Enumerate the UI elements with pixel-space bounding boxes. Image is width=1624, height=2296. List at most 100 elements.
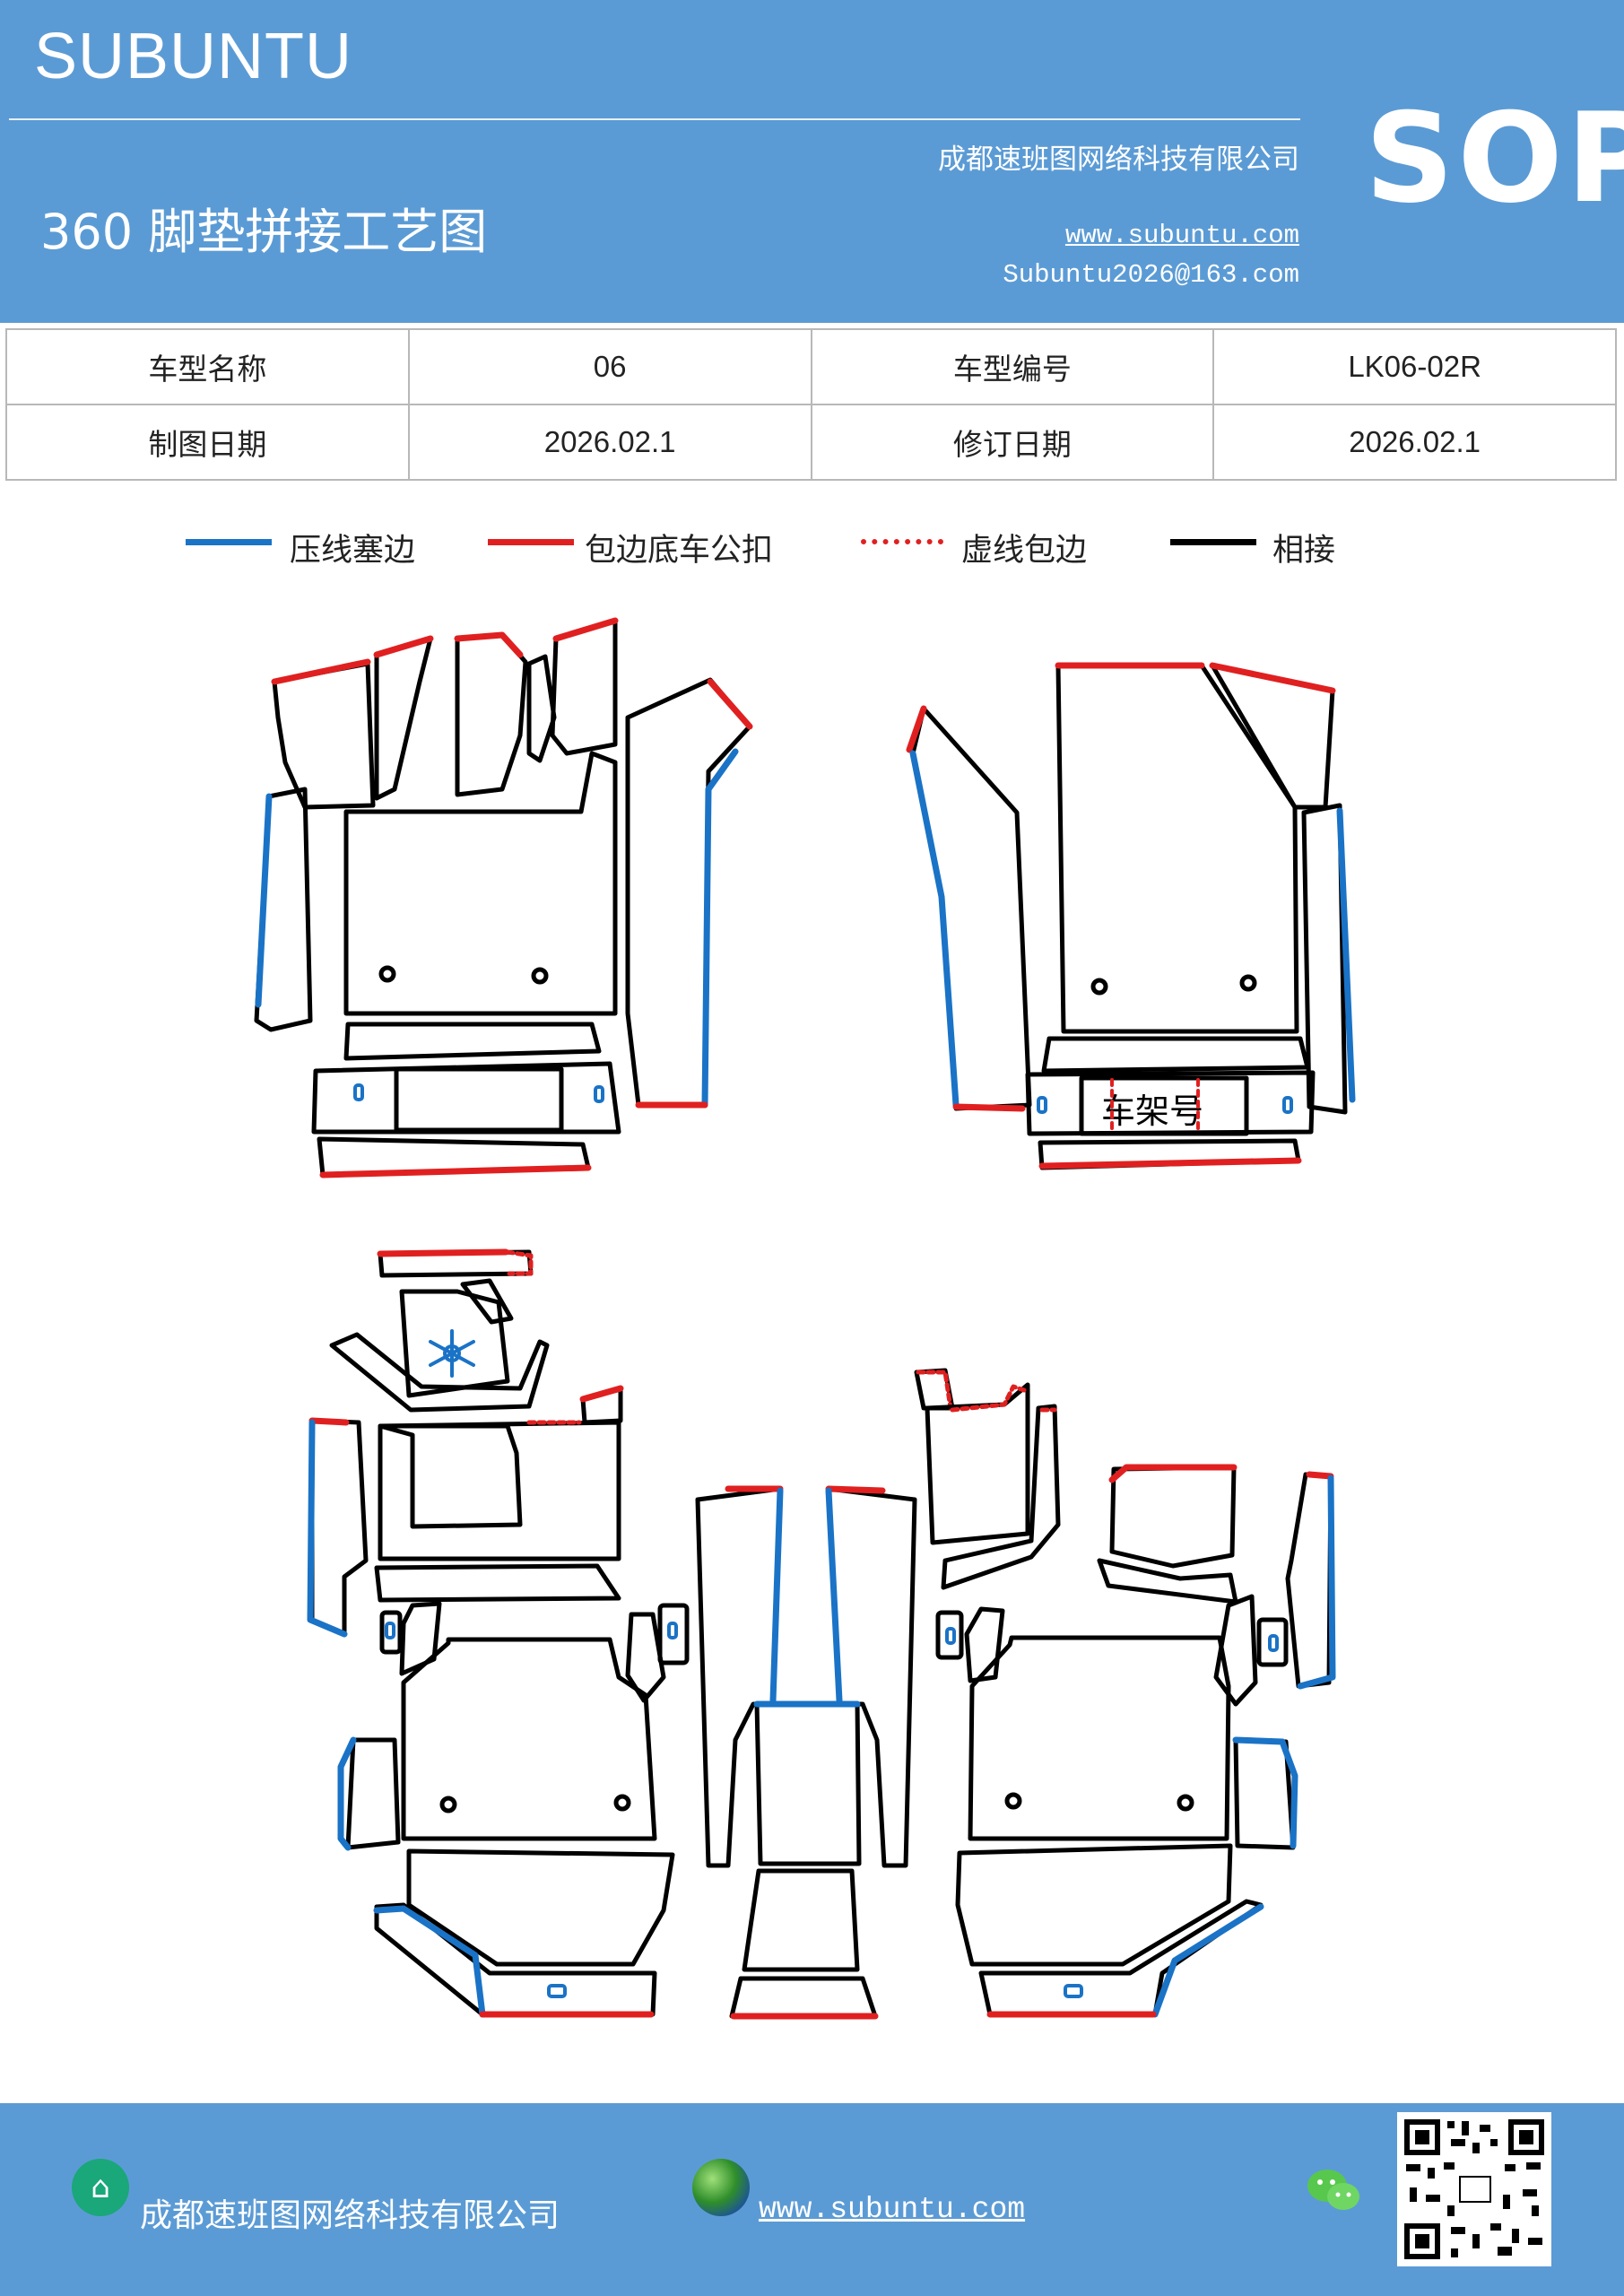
sop-badge: SOP: [1365, 86, 1624, 230]
email-address: Subuntu2026@163.com: [1003, 260, 1299, 290]
mat-piece: [309, 1418, 369, 1637]
mat-piece: [742, 1868, 860, 1972]
wechat-icon[interactable]: [1306, 2166, 1363, 2216]
mat-hole: [1090, 978, 1108, 996]
mat-piece: [1285, 1472, 1333, 1689]
draw-date-value: 2026.02.1: [407, 404, 812, 481]
mat-piece: [729, 1976, 878, 2019]
mat-piece: [399, 1289, 510, 1398]
frame-number-label: 车架号: [1101, 1091, 1203, 1131]
legend-label: 包边底车公扣: [585, 533, 774, 569]
blue-clip: [379, 1610, 403, 1655]
legend-swatch: [488, 539, 574, 545]
blue-clip: [1268, 1634, 1279, 1652]
mat-piece: [978, 1899, 1264, 2017]
blue-clip: [657, 1603, 690, 1665]
mat-piece: [455, 632, 528, 797]
mat-piece: [1055, 663, 1299, 1034]
mat-piece: [374, 636, 433, 801]
mat-piece: [1025, 1070, 1316, 1136]
revise-date-value: 2026.02.1: [1212, 404, 1617, 481]
company-icon: ⌂: [72, 2159, 129, 2216]
mat-piece: [1213, 1594, 1258, 1707]
mat-hole: [1004, 1792, 1022, 1810]
mat-piece: [343, 751, 618, 1016]
mat-hole: [439, 1796, 457, 1813]
frame-number-box: [1079, 1075, 1249, 1136]
mat-hole: [531, 967, 549, 985]
line-legend: 压线塞边 包边底车公扣 虚线包边 相接: [0, 516, 1624, 578]
rear-left-mat-group: [307, 1248, 690, 2018]
mat-hole: [613, 1794, 631, 1812]
center-tunnel-mat-group: [695, 1485, 917, 2020]
header-divider: [9, 118, 1300, 120]
model-code-value: LK06-02R: [1212, 328, 1617, 405]
mat-piece: [550, 618, 618, 756]
mat-piece: [754, 1701, 862, 1866]
mat-hole: [1177, 1794, 1194, 1812]
mat-piece: [329, 1332, 550, 1413]
mat-piece: [378, 1423, 523, 1529]
globe-icon: [692, 2159, 750, 2216]
blue-clip: [547, 1984, 567, 1998]
mat-piece: [311, 1061, 621, 1135]
table-row: 制图日期 2026.02.1 修订日期 2026.02.1: [5, 404, 1617, 481]
legend-label: 相接: [1272, 533, 1336, 569]
mat-piece: [378, 1420, 621, 1561]
mat-hole: [1239, 974, 1257, 992]
legend-swatch: [861, 539, 943, 544]
blue-clip: [945, 1627, 956, 1645]
blue-clip: [1064, 1984, 1083, 1998]
mat-piece: [272, 661, 376, 810]
mat-piece: [374, 1563, 621, 1603]
mat-piece: [826, 1486, 917, 1868]
header-banner: SUBUNTU 成都速班图网络科技有限公司 360 脚垫拼接工艺图 www.su…: [0, 0, 1624, 323]
mat-piece: [695, 1486, 783, 1868]
blue-clip: [667, 1622, 678, 1639]
blue-clip: [594, 1085, 604, 1103]
blue-clip: [1256, 1617, 1289, 1667]
legend-label: 压线塞边: [290, 533, 416, 569]
mat-piece: [1097, 1558, 1238, 1605]
mat-piece: [399, 1601, 442, 1676]
mat-piece: [910, 706, 1032, 1111]
blue-clip: [353, 1083, 364, 1101]
company-name: 成都速班图网络科技有限公司: [938, 144, 1299, 176]
blue-clip: [1037, 1096, 1047, 1114]
mat-piece: [1109, 1465, 1237, 1569]
legend-swatch: [1170, 539, 1256, 545]
blue-clip: [1282, 1096, 1293, 1114]
mat-hole: [378, 965, 396, 983]
blue-clip: [385, 1622, 395, 1639]
page-title: 360 脚垫拼接工艺图: [40, 204, 488, 260]
footer-website-link[interactable]: www.subuntu.com: [759, 2193, 1026, 2226]
brand-name: SUBUNTU: [34, 21, 353, 92]
rear-right-mat-group: [914, 1368, 1336, 2018]
blue-clip: [935, 1610, 964, 1660]
front-right-mat-group: 车架号: [906, 662, 1356, 1170]
table-row: 车型名称 06 车型编号 LK06-02R: [5, 328, 1617, 405]
revise-date-label: 修订日期: [810, 404, 1215, 481]
legend-label: 虚线包边: [961, 533, 1088, 569]
qr-code-icon[interactable]: [1397, 2112, 1551, 2266]
mat-piece: [406, 1848, 675, 1967]
model-name-value: 06: [407, 328, 812, 405]
model-name-label: 车型名称: [5, 328, 410, 405]
mat-piece: [1301, 803, 1348, 1115]
mat-piece: [343, 1022, 602, 1061]
legend-swatch: [186, 539, 272, 545]
mat-piece: [401, 1637, 657, 1841]
mat-piece: [955, 1843, 1233, 1967]
mat-piece: [345, 1737, 401, 1850]
front-left-mat-group: [254, 617, 753, 1178]
model-code-label: 车型编号: [810, 328, 1215, 405]
mat-piece: [526, 654, 557, 763]
mat-piece: [941, 1404, 1061, 1590]
vehicle-info-table: 车型名称 06 车型编号 LK06-02R 制图日期 2026.02.1 修订日…: [5, 328, 1617, 481]
mat-piece: [460, 1278, 514, 1325]
mat-piece: [964, 1606, 1005, 1683]
mat-piece: [968, 1635, 1231, 1841]
website-link[interactable]: www.subuntu.com: [1064, 221, 1299, 250]
mat-piece: [625, 1612, 666, 1703]
